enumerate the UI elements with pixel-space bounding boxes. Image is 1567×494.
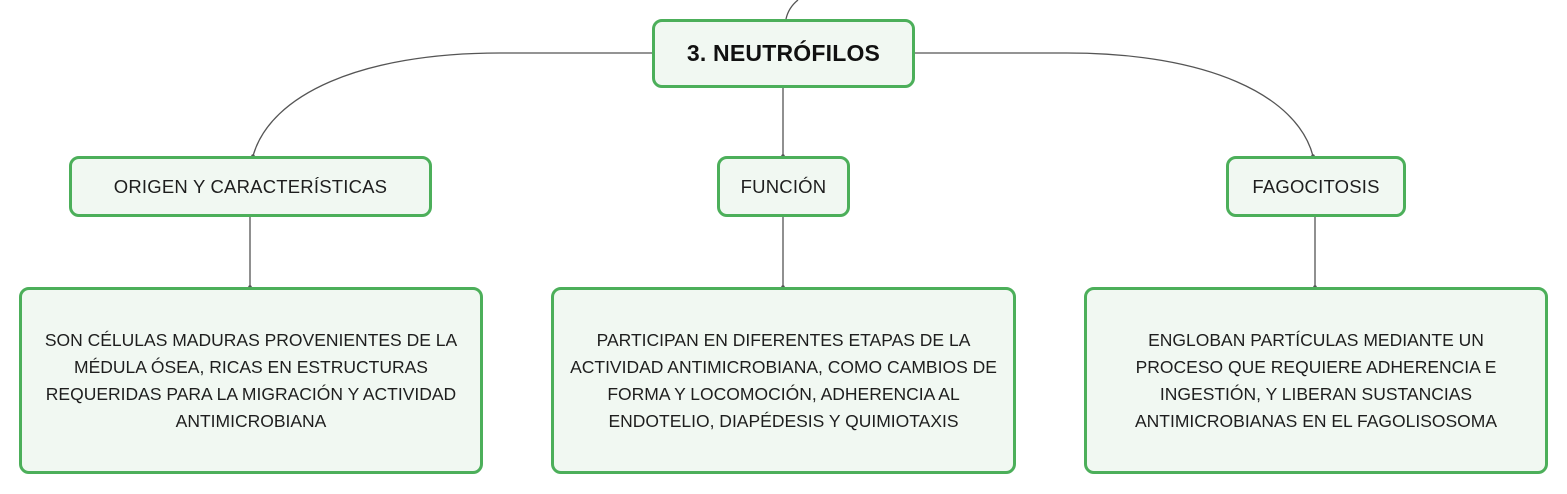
detail-text: SON CÉLULAS MADURAS PROVENIENTES DE LA M… (44, 329, 458, 431)
branch-node-fagocitosis[interactable]: FAGOCITOSIS (1226, 156, 1406, 217)
incoming-connector (785, 0, 799, 20)
detail-node-origen[interactable]: SON CÉLULAS MADURAS PROVENIENTES DE LA M… (19, 287, 483, 474)
connector-root-to-origen (252, 52, 652, 157)
detail-text: PARTICIPAN EN DIFERENTES ETAPAS DE LA AC… (570, 329, 997, 431)
detail-text: ENGLOBAN PARTÍCULAS MEDIANTE UN PROCESO … (1134, 329, 1498, 431)
root-node[interactable]: 3. NEUTRÓFILOS (652, 19, 915, 88)
branch-node-origen[interactable]: ORIGEN Y CARACTERÍSTICAS (69, 156, 432, 217)
detail-node-fagocitosis[interactable]: ENGLOBAN PARTÍCULAS MEDIANTE UN PROCESO … (1084, 287, 1548, 474)
branch-node-funcion[interactable]: FUNCIÓN (717, 156, 850, 217)
branch-title: ORIGEN Y CARACTERÍSTICAS (113, 175, 388, 197)
branch-title: FAGOCITOSIS (1252, 175, 1380, 197)
root-title: 3. NEUTRÓFILOS (686, 40, 881, 66)
detail-node-funcion[interactable]: PARTICIPAN EN DIFERENTES ETAPAS DE LA AC… (551, 287, 1016, 474)
branch-title: FUNCIÓN (740, 175, 827, 197)
connector-root-to-fagocitosis (915, 52, 1314, 157)
